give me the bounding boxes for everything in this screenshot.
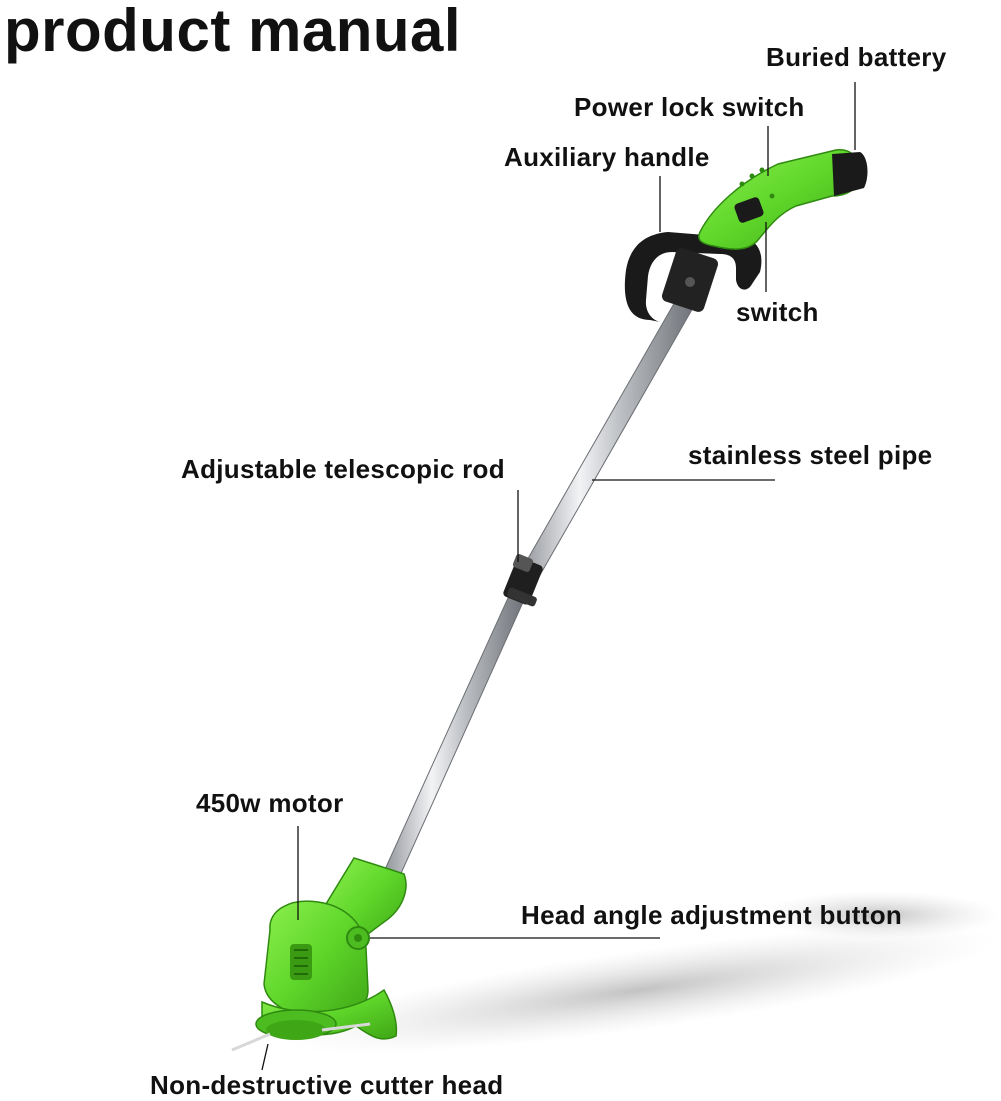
lower-steel-pipe (381, 597, 525, 881)
upper-steel-pipe (517, 299, 695, 583)
label-switch: switch (736, 297, 819, 327)
auxiliary-handle-shape (624, 232, 762, 322)
main-grip-body (698, 149, 868, 250)
label-motor: 450w motor (196, 788, 344, 818)
leader-cutter-head (261, 1043, 269, 1071)
label-stainless-steel-pipe: stainless steel pipe (688, 440, 933, 470)
ground-shadow (283, 926, 997, 1054)
label-buried-battery: Buried battery (766, 42, 947, 72)
label-cutter-head: Non-destructive cutter head (150, 1070, 504, 1100)
label-head-angle-adjustment-button: Head angle adjustment button (521, 900, 903, 930)
page-title: product manual (4, 0, 462, 64)
motor-head-assembly (231, 857, 407, 1052)
ground-shadow-tail (760, 891, 1000, 939)
label-adjustable-telescopic-rod: Adjustable telescopic rod (181, 454, 505, 484)
label-power-lock-switch: Power lock switch (574, 92, 805, 122)
leader-lines (261, 82, 856, 1071)
label-auxiliary-handle: Auxiliary handle (504, 142, 710, 172)
